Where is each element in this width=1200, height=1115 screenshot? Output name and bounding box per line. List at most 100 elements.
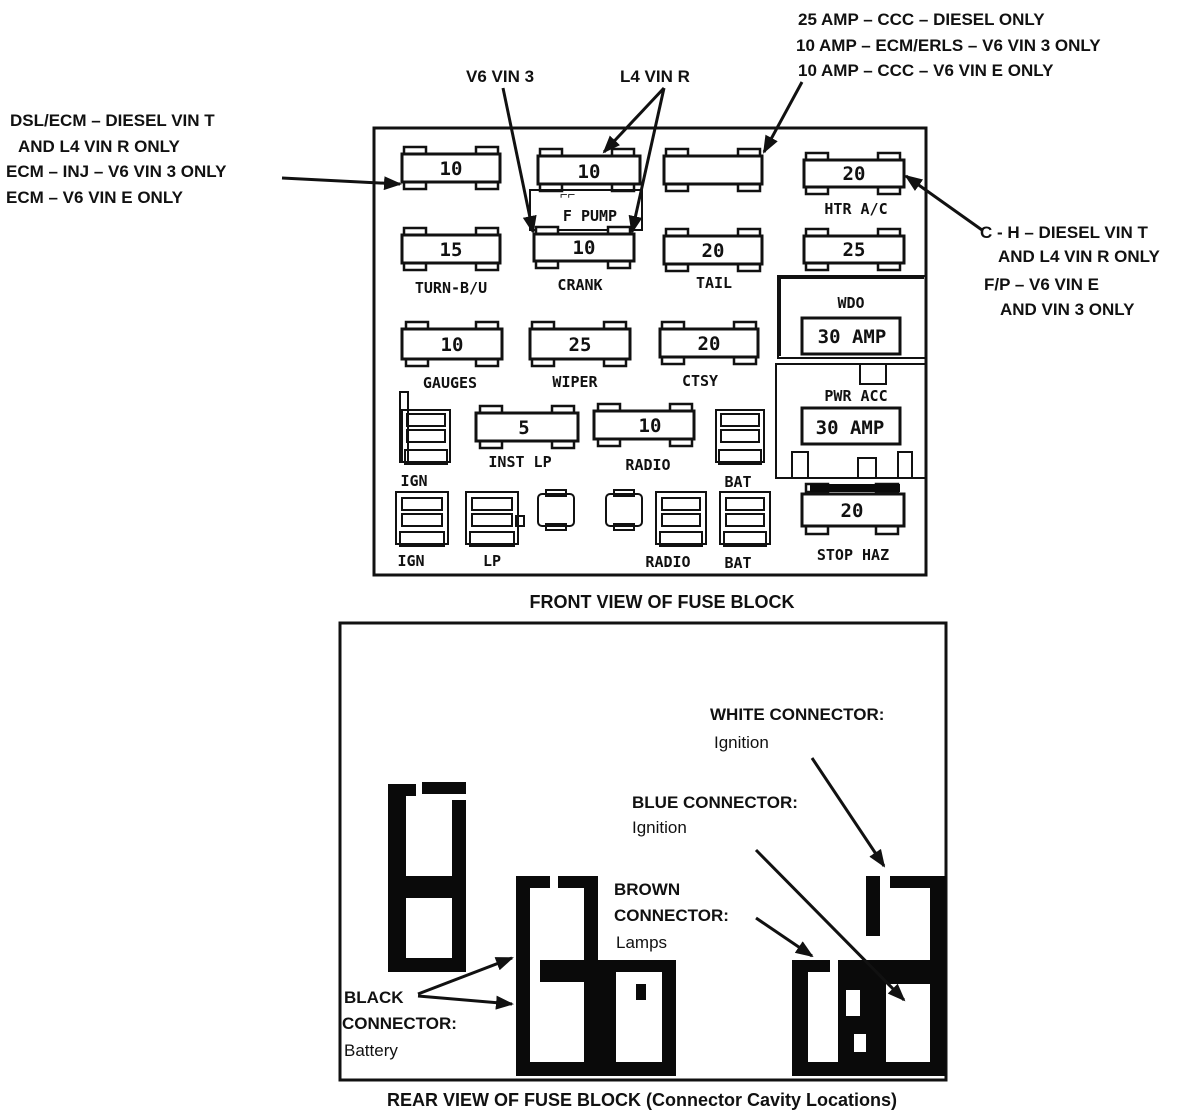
callout-and-vin3: AND VIN 3 ONLY [1000, 300, 1135, 319]
fuse-f14-label: STOP HAZ [817, 546, 889, 564]
connector-radio [655, 491, 707, 547]
fuse-f8-value: 25 [843, 239, 866, 261]
cavity-black-connector [516, 876, 598, 1076]
arrow-top-right-to-f3 [762, 81, 804, 154]
fuse-f9-value: 10 [441, 334, 464, 356]
arrow-blue-connector [754, 848, 906, 1002]
brown-connector-label-2: CONNECTOR: [614, 906, 729, 925]
relay-slot-2 [605, 489, 643, 531]
fuse-f11-value: 20 [698, 333, 721, 355]
fuse-f7: 20 [662, 227, 764, 273]
fuse-f13-label: RADIO [625, 456, 670, 474]
fuse-f11: 20 [658, 320, 760, 366]
callout-ecm-inj: ECM – INJ – V6 VIN 3 ONLY [6, 162, 227, 181]
arrow-brown-connector [755, 916, 814, 958]
callout-ccc-v6-vin-e: 10 AMP – CCC – V6 VIN E ONLY [798, 61, 1054, 80]
arrow-black-connector-2 [417, 994, 514, 1010]
callout-ccc-diesel: 25 AMP – CCC – DIESEL ONLY [798, 10, 1045, 29]
fuse-f1: 10 [400, 145, 502, 191]
fuse-f1-value: 10 [440, 158, 463, 180]
f-pump-slot [529, 189, 643, 231]
black-connector-desc: Battery [344, 1041, 398, 1060]
connector-lp [465, 491, 525, 547]
white-connector-label: WHITE CONNECTOR: [710, 705, 884, 724]
arrow-v6-to-crank [501, 87, 537, 234]
arrow-right-to-htr [904, 174, 983, 232]
radio-label: RADIO [645, 553, 690, 571]
svg-text:⌐⌐: ⌐⌐ [560, 187, 576, 202]
rear-view: WHITE CONNECTOR: Ignition BLUE CONNECTOR… [338, 621, 948, 1082]
fuse-f9-label: GAUGES [423, 374, 477, 392]
arrow-left-to-f1 [281, 176, 402, 191]
fuse-f10-label: WIPER [552, 373, 598, 391]
left-callouts: DSL/ECM – DIESEL VIN T AND L4 VIN R ONLY… [6, 111, 227, 207]
callout-ecm-v6-vin-e: ECM – V6 VIN E ONLY [6, 188, 184, 207]
connector-bat-1 [715, 409, 765, 465]
cavity-blue-connector [792, 960, 870, 1076]
brown-connector-desc: Lamps [616, 933, 667, 952]
fuse-f5: 15 [400, 226, 502, 272]
fuse-f7-label: TAIL [696, 274, 732, 292]
fuse-f9: 10 [400, 320, 504, 368]
fuse-f7-value: 20 [702, 240, 725, 262]
brown-connector-label-1: BROWN [614, 880, 680, 899]
f-pump-label: F PUMP [563, 207, 617, 225]
arrow-black-connector-1 [417, 956, 514, 996]
fuse-f6-value: 10 [573, 237, 596, 259]
cavity-a [388, 782, 466, 972]
bat-1-label: BAT [724, 473, 751, 491]
front-view-caption: FRONT VIEW OF FUSE BLOCK [530, 592, 795, 612]
cavity-brown-connector [598, 960, 676, 1076]
fuse-f4: 20 [802, 151, 906, 196]
fuse-f14: 20 [800, 482, 906, 536]
fuse-f6-label: CRANK [557, 276, 602, 294]
pwr-acc-label: PWR ACC [824, 387, 887, 405]
pwr-acc-value: 30 AMP [816, 417, 885, 439]
connector-bat-2 [719, 491, 771, 547]
arrow-l4-to-f2 [602, 86, 666, 154]
fuse-f12: 5 [474, 404, 580, 450]
wdo-value: 30 AMP [818, 326, 887, 348]
fuse-f5-label: TURN-B/U [415, 279, 487, 297]
fuse-f5-value: 15 [440, 239, 463, 261]
fuse-f11-label: CTSY [682, 372, 718, 390]
fuse-f8: 25 [802, 227, 906, 272]
cavity-white-connector [866, 876, 946, 1076]
callout-and-l4: AND L4 VIN R ONLY [18, 137, 181, 156]
right-callouts: C - H – DIESEL VIN T AND L4 VIN R ONLY F… [980, 223, 1161, 319]
wdo-label: WDO [837, 294, 864, 312]
fuse-f2-value: 10 [578, 161, 601, 183]
ign-1-label: IGN [400, 472, 427, 490]
lp-label: LP [483, 552, 501, 570]
fuse-f10: 25 [528, 320, 632, 368]
pwr-acc-breaker: PWR ACC 30 AMP [775, 363, 927, 479]
bat-2-label: BAT [724, 554, 751, 572]
fuse-f13-value: 10 [639, 415, 662, 437]
connector-ign-1 [399, 391, 451, 465]
front-view: 10 10 ⌐⌐ F PUMP 20 HTR A/C 15 [372, 126, 928, 577]
fuse-f13: 10 [592, 402, 696, 448]
callout-ecm-erls: 10 AMP – ECM/ERLS – V6 VIN 3 ONLY [796, 36, 1101, 55]
blue-connector-label: BLUE CONNECTOR: [632, 793, 798, 812]
relay-slot-1 [537, 489, 575, 531]
callout-l4-vinr: L4 VIN R [620, 67, 690, 86]
fuse-f12-label: INST LP [488, 453, 551, 471]
fuse-f3 [662, 147, 764, 193]
callout-arrows [281, 81, 983, 234]
rear-view-caption: REAR VIEW OF FUSE BLOCK (Connector Cavit… [387, 1090, 897, 1110]
fuse-f12-value: 5 [518, 417, 529, 439]
fuse-f14-value: 20 [841, 500, 864, 522]
black-connector-label-1: BLACK [344, 988, 404, 1007]
top-right-callouts: 25 AMP – CCC – DIESEL ONLY 10 AMP – ECM/… [796, 10, 1101, 80]
fuse-f6: 10 [532, 225, 636, 270]
connector-ign-2 [395, 491, 449, 547]
wdo-breaker: WDO 30 AMP [777, 275, 927, 359]
callout-fp-v6: F/P – V6 VIN E [984, 275, 1099, 294]
arrow-l4-to-crank [628, 87, 666, 234]
fuse-f2: 10 [536, 147, 642, 193]
callout-v6-vin3: V6 VIN 3 [466, 67, 534, 86]
rear-view-frame [338, 621, 948, 1082]
black-connector-label-2: CONNECTOR: [342, 1014, 457, 1033]
fuse-f4-label: HTR A/C [824, 200, 887, 218]
blue-connector-desc: Ignition [632, 818, 687, 837]
